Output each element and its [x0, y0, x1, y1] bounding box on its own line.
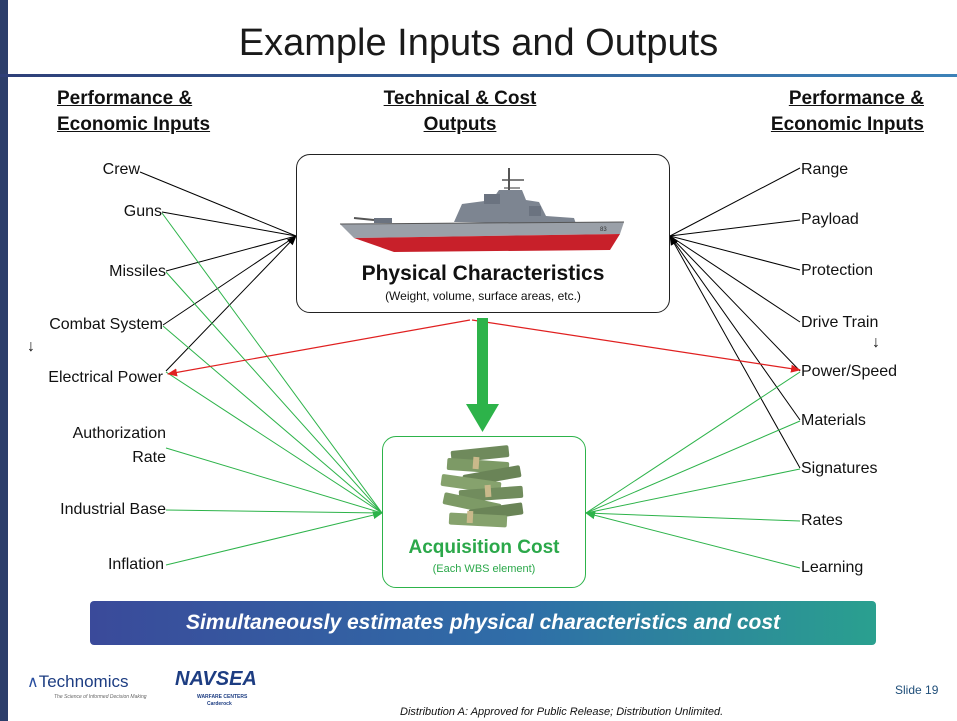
- right-header: Performance & Economic Inputs: [720, 86, 924, 138]
- navsea-sub1: WARFARE CENTERS: [197, 694, 248, 700]
- right-black-lines: [669, 167, 801, 469]
- physical-characteristics-title: Physical Characteristics: [361, 262, 605, 285]
- line-rates-cost: [585, 512, 801, 522]
- left-down-arrow: ↓: [27, 338, 35, 355]
- input-inflation: Inflation: [107, 556, 164, 573]
- summary-banner: Simultaneously estimates physical charac…: [90, 601, 876, 645]
- input-drive-train: Drive Train: [801, 314, 879, 331]
- left-green-lines: [161, 212, 383, 566]
- left-black-lines: [139, 171, 297, 372]
- input-crew: Crew: [102, 161, 140, 178]
- right-green-lines: [585, 371, 801, 569]
- slide-title: Example Inputs and Outputs: [238, 22, 719, 64]
- line-missiles-cost: [165, 271, 383, 514]
- physical-characteristics-subtitle: (Weight, volume, surface areas, etc.): [385, 289, 581, 303]
- input-authorization: Authorization Rate: [20, 424, 166, 468]
- right-header-line1: Performance &: [788, 88, 924, 109]
- line-guns-phys: [161, 211, 297, 237]
- technomics-logo-text: Technomics: [38, 672, 129, 691]
- navsea-logo-text: NAVSEA: [175, 668, 257, 690]
- acquisition-cost-title: Acquisition Cost: [408, 537, 560, 558]
- line-materials-cost: [585, 420, 801, 514]
- line-inflation-cost: [165, 511, 383, 566]
- authorization-line2: Rate: [132, 449, 166, 466]
- input-rates: Rates: [801, 512, 843, 529]
- line-power-cost: [165, 371, 383, 514]
- input-power-speed: Power/Speed: [801, 363, 898, 380]
- line-phys-electrical: [167, 319, 471, 377]
- center-header-line1: Technical & Cost: [383, 88, 537, 109]
- title-rule: [0, 74, 957, 77]
- left-header-line1: Performance &: [57, 88, 193, 109]
- acquisition-cost-subtitle: (Each WBS element): [432, 563, 536, 575]
- physical-to-cost-arrow: [466, 318, 499, 432]
- center-header: Technical & Cost Outputs: [360, 86, 560, 138]
- input-signatures: Signatures: [801, 460, 878, 477]
- line-powerspeed-cost: [585, 371, 801, 514]
- line-protection-phys: [669, 235, 801, 271]
- navsea-logo: NAVSEA WARFARE CENTERS Carderock: [175, 668, 257, 707]
- navsea-sub2: Carderock: [207, 701, 232, 707]
- right-down-arrow: ↓: [872, 334, 880, 351]
- line-authorization-cost: [165, 447, 383, 514]
- line-signatures-cost: [585, 468, 801, 514]
- line-power-phys: [165, 235, 297, 372]
- line-missiles-phys: [165, 235, 297, 272]
- input-payload: Payload: [801, 211, 859, 228]
- technomics-tagline: The Science of Informed Decision Making: [54, 694, 147, 700]
- money-stack-image: [440, 445, 524, 528]
- line-combat-cost: [162, 325, 383, 514]
- line-guns-cost: [161, 212, 383, 514]
- input-electrical-power: Electrical Power: [48, 369, 163, 386]
- right-header-line2: Economic Inputs: [770, 114, 924, 135]
- input-combat-system: Combat System: [49, 316, 163, 333]
- line-range-phys: [669, 167, 801, 237]
- input-industrial-base: Industrial Base: [60, 501, 166, 518]
- line-materials-phys: [669, 235, 801, 421]
- input-materials: Materials: [801, 412, 866, 429]
- hull-number: 83: [600, 227, 607, 233]
- center-header-line2: Outputs: [423, 114, 497, 135]
- line-drivetrain-phys: [669, 235, 801, 323]
- left-header: Performance & Economic Inputs: [57, 86, 210, 138]
- line-crew-phys: [139, 171, 297, 237]
- line-signatures-phys: [669, 235, 801, 469]
- warship-image: 83: [339, 168, 625, 252]
- input-learning: Learning: [801, 559, 864, 576]
- technomics-logo: ∧Technomics The Science of Informed Deci…: [27, 672, 147, 700]
- line-payload-phys: [669, 219, 801, 237]
- line-combat-phys: [162, 235, 297, 326]
- left-header-line2: Economic Inputs: [57, 114, 211, 135]
- line-learning-cost: [585, 511, 801, 569]
- input-range: Range: [801, 161, 849, 178]
- line-industrial-cost: [165, 509, 383, 514]
- red-lines: [167, 319, 801, 377]
- authorization-line1: Authorization: [72, 425, 166, 442]
- slide-number: Slide 19: [895, 683, 939, 697]
- technomics-wave-icon: ∧: [27, 674, 39, 691]
- input-missiles: Missiles: [109, 263, 166, 280]
- input-guns: Guns: [123, 203, 162, 220]
- line-powerspeed-phys: [669, 235, 801, 372]
- line-phys-powerspeed: [471, 319, 801, 373]
- input-protection: Protection: [801, 262, 874, 279]
- distribution-statement: Distribution A: Approved for Public Rele…: [400, 706, 724, 718]
